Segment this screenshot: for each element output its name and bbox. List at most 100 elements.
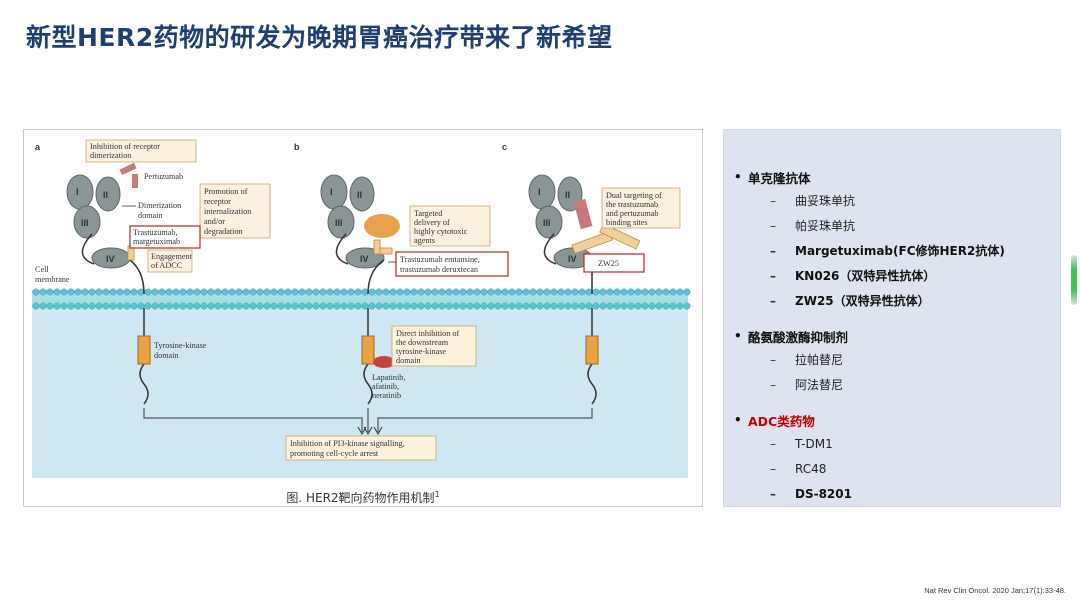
drug-name: 帕妥珠单抗 — [795, 219, 856, 233]
drug-name: 曲妥珠单抗 — [795, 194, 856, 208]
svg-text:dimerization: dimerization — [90, 151, 131, 160]
mechanism-diagram: a b c Cell membrane I II III IV — [32, 136, 696, 602]
drug-list-panel: •单克隆抗体–曲妥珠单抗–帕妥珠单抗–Margetuximab(FC修饰HER2… — [723, 129, 1061, 507]
zw25-antibody — [571, 198, 641, 255]
drug-list-item: – 阿法替尼 — [734, 372, 1054, 397]
svg-text:I: I — [330, 187, 333, 197]
dash-icon: – — [770, 461, 776, 476]
receptor-a: I II III IV — [66, 174, 151, 405]
svg-text:degradation: degradation — [204, 227, 243, 236]
panel-label-a: a — [35, 142, 41, 152]
figure-caption: 图. HER2靶向药物作用机制1 — [24, 489, 702, 506]
svg-text:Tyrosine-kinase: Tyrosine-kinase — [154, 341, 207, 350]
bullet-icon: • — [734, 413, 742, 427]
bullet-icon: • — [734, 170, 742, 184]
receptor-a-tail — [139, 308, 149, 405]
drug-list-item: – KN026（双特异性抗体） — [734, 263, 1054, 288]
svg-text:afatinib,: afatinib, — [372, 382, 399, 391]
figure-caption-ref: 1 — [434, 490, 440, 499]
scroll-indicator[interactable] — [1071, 255, 1077, 305]
svg-text:trastuzumab deruxtecan: trastuzumab deruxtecan — [400, 265, 478, 274]
svg-text:II: II — [103, 190, 108, 200]
note-targeted: Targeted delivery of highly cytotoxic ag… — [409, 205, 491, 247]
svg-text:promoting cell-cycle arrest: promoting cell-cycle arrest — [290, 449, 379, 458]
bullet-icon: • — [734, 329, 742, 343]
svg-text:neratinib: neratinib — [372, 391, 401, 400]
dash-icon: – — [770, 218, 776, 233]
svg-text:III: III — [543, 218, 551, 228]
membrane-label-2: membrane — [35, 275, 70, 284]
drug-list-item: – T-DM1 — [734, 431, 1054, 456]
svg-text:III: III — [81, 218, 89, 228]
svg-text:II: II — [565, 190, 570, 200]
svg-text:III: III — [335, 218, 343, 228]
svg-text:agents: agents — [414, 236, 435, 245]
svg-text:Inhibition of receptor: Inhibition of receptor — [90, 142, 160, 151]
adc-conjugate — [364, 214, 400, 255]
svg-text:margetuximab: margetuximab — [133, 237, 180, 246]
svg-text:IV: IV — [106, 254, 115, 264]
receptor-c: I II III IV — [528, 174, 599, 405]
svg-text:Pertuzumab: Pertuzumab — [144, 172, 183, 181]
note-direct-inhibition: Direct inhibition of the downstream tyro… — [391, 325, 477, 367]
category-heading: • 单克隆抗体 — [734, 166, 1054, 188]
dash-icon: – — [770, 193, 776, 208]
drug-name: T-DM1 — [795, 436, 833, 451]
note-pi3k-inhibition: Inhibition of PI3-kinase signalling, pro… — [285, 435, 437, 461]
category-heading: •酪氨酸激酶抑制剂 — [734, 325, 1054, 347]
drug-list-item: – 帕妥珠单抗 — [734, 213, 1054, 238]
svg-text:delivery of: delivery of — [414, 218, 450, 227]
panel-label-c: c — [502, 142, 507, 152]
receptor-a-domain-1 — [66, 174, 94, 210]
drug-list-item: –Margetuximab(FC修饰HER2抗体) — [734, 238, 1054, 263]
svg-text:internalization: internalization — [204, 207, 251, 216]
svg-text:and/or: and/or — [204, 217, 225, 226]
svg-text:Engagement: Engagement — [151, 252, 193, 261]
diagram-svg: a b c Cell membrane I II III IV — [32, 136, 691, 478]
category-heading: • ADC类药物 — [734, 409, 1054, 431]
svg-text:receptor: receptor — [204, 197, 231, 206]
label-trastuzumab: Trastuzumab, margetuximab — [129, 225, 201, 249]
pertuzumab-antibody — [119, 162, 138, 188]
category-label: ADC类药物 — [748, 413, 815, 429]
drug-list-item: – RC48 — [734, 456, 1054, 481]
label-zw25: ZW25 — [583, 253, 645, 273]
drug-list-item: –DS-8201 — [734, 481, 1054, 506]
svg-text:and pertuzumab: and pertuzumab — [606, 209, 659, 218]
panel-label-b: b — [294, 142, 300, 152]
drug-name: ZW25（双特异性抗体） — [795, 294, 930, 308]
svg-text:Trastuzumab emtansine,: Trastuzumab emtansine, — [400, 255, 480, 264]
receptor-a-domain-3 — [73, 205, 101, 239]
receptor-a-kinase — [137, 335, 151, 365]
svg-text:Trastuzumab,: Trastuzumab, — [133, 228, 178, 237]
category-label: 单克隆抗体 — [748, 170, 811, 186]
svg-text:domain: domain — [138, 211, 163, 220]
dash-icon: – — [770, 377, 776, 392]
convergence-arrows — [143, 408, 593, 436]
svg-text:tyrosine-kinase: tyrosine-kinase — [396, 347, 446, 356]
receptor-c-kinase — [585, 335, 599, 365]
drug-list-item: –拉帕替尼 — [734, 347, 1054, 372]
cell-membrane — [32, 288, 691, 310]
svg-text:Promotion of: Promotion of — [204, 187, 248, 196]
label-adc: Trastuzumab emtansine, trastuzumab derux… — [388, 251, 509, 277]
svg-text:ZW25: ZW25 — [598, 259, 619, 268]
dash-icon: – — [770, 436, 776, 451]
membrane-label-1: Cell — [35, 265, 49, 274]
svg-text:Lapatinib,: Lapatinib, — [372, 373, 405, 382]
drug-name: 阿法替尼 — [795, 378, 844, 392]
drug-name: KN026（双特异性抗体） — [795, 269, 936, 283]
svg-text:domain: domain — [154, 351, 179, 360]
page-title: 新型HER2药物的研发为晚期胃癌治疗带来了新希望 — [26, 23, 613, 52]
svg-text:IV: IV — [360, 254, 369, 264]
drug-name: Margetuximab(FC修饰HER2抗体) — [795, 244, 1005, 258]
svg-text:II: II — [357, 190, 362, 200]
note-promotion: Promotion of receptor internalization an… — [199, 183, 271, 239]
note-dual-targeting: Dual targeting of the trastuzumab and pe… — [601, 187, 681, 229]
receptor-a-domain-2 — [95, 176, 121, 212]
drug-name: 拉帕替尼 — [795, 353, 844, 367]
svg-text:I: I — [76, 187, 79, 197]
drug-name: RC48 — [795, 461, 827, 476]
tki-molecule — [373, 356, 395, 368]
dash-icon: – — [770, 268, 776, 283]
